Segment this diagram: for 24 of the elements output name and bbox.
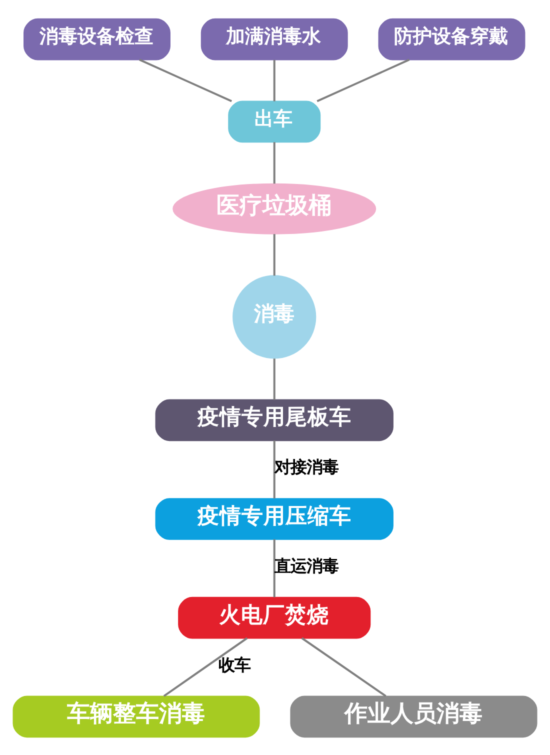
edge-label: 对接消毒 [274,457,338,476]
connector [273,59,276,101]
node-ellipse: 医疗垃圾桶 [172,182,376,234]
node-box: 火电厂焚烧 [178,596,371,638]
connector [273,142,276,184]
connector [139,58,232,102]
connector [163,636,248,696]
node-box: 疫情专用尾板车 [155,398,394,441]
node-box: 消毒设备检查 [24,18,170,60]
node-circle: 消毒 [232,274,316,358]
node-box: 疫情专用压缩车 [155,498,394,540]
node-box: 加满消毒水 [200,18,348,60]
node-box: 车辆整车消毒 [12,695,260,738]
connector [273,440,276,498]
edge-label: 直运消毒 [274,556,338,575]
node-box: 作业人员消毒 [290,695,538,738]
edge-label: 收车 [218,654,251,674]
node-box: 防护设备穿戴 [378,18,526,60]
connector [273,358,276,400]
node-box: 出车 [228,100,321,142]
connector [273,234,276,276]
connector [273,538,276,597]
connector [301,636,386,696]
connector [316,58,410,102]
